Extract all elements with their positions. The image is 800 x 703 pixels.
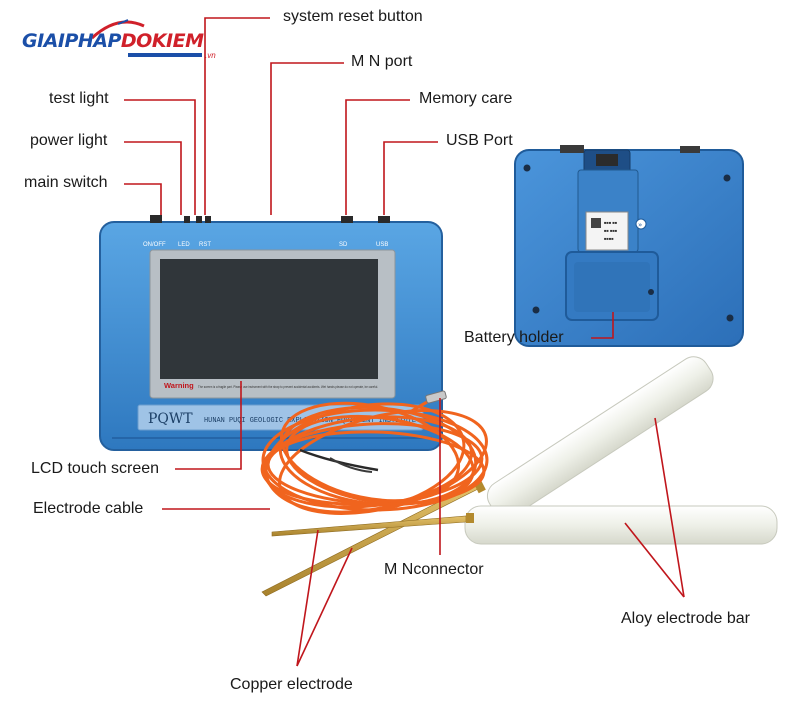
lcd-screen — [160, 259, 378, 379]
copper-electrodes — [261, 480, 486, 597]
svg-text:»: » — [638, 221, 642, 229]
label-electrode-cable: Electrode cable — [33, 500, 144, 517]
label-usb-port: USB Port — [446, 132, 513, 149]
power-light-port — [184, 216, 190, 223]
warning-label: Warning — [164, 381, 194, 390]
logo-underline — [128, 53, 202, 57]
svg-text:■■■ ■■: ■■■ ■■ — [604, 220, 618, 225]
label-memory-card: Memory care — [419, 90, 513, 107]
port-label-rst: RST — [199, 242, 211, 248]
label-test-light: test light — [49, 90, 109, 107]
copper-rod-2 — [271, 515, 467, 537]
alloy-bar-lower — [464, 505, 778, 545]
alloy-bar-upper — [486, 356, 714, 519]
port-label-onoff: ON/OFF — [143, 242, 166, 248]
label-alloy-electrode-bar: Aloy electrode bar — [621, 610, 750, 627]
reset-port — [205, 216, 211, 223]
leader-lines — [124, 17, 685, 667]
device-back: ■■■ ■■ ■■ ■■■ ■■■■ » — [514, 145, 744, 347]
svg-text:■■ ■■■: ■■ ■■■ — [604, 228, 618, 233]
label-main-switch: main switch — [24, 174, 108, 191]
label-mn-connector: M Nconnector — [384, 561, 484, 578]
port-label-sd: SD — [339, 242, 348, 248]
label-mn-port: M N port — [351, 53, 413, 70]
site-logo[interactable]: GIAIPHAPDOKIEM — [22, 30, 204, 52]
warning-text: The screen is a fragile part. Please use… — [198, 384, 378, 389]
label-lcd-touch-screen: LCD touch screen — [31, 460, 160, 477]
port-label-usb: USB — [376, 242, 388, 248]
brand-name: PQWT — [148, 411, 193, 427]
usb-port-slot — [378, 216, 390, 223]
alloy-electrode-bars — [464, 356, 778, 545]
electrode-cable-coil — [260, 393, 489, 515]
logo-part-1: GIAIPHAP — [22, 30, 121, 52]
logo-suffix: .vn — [205, 51, 216, 60]
label-battery-holder: Battery holder — [464, 329, 564, 346]
logo-swoosh-icon — [90, 19, 145, 40]
sd-port — [341, 216, 353, 223]
port-label-led: LED — [178, 242, 190, 248]
logo-part-2: DOKIEM — [120, 30, 204, 52]
label-power-light: power light — [30, 132, 108, 149]
svg-text:■■■■: ■■■■ — [604, 236, 614, 241]
test-light-port — [196, 216, 202, 223]
label-system-reset: system reset button — [283, 8, 423, 25]
mn-connector — [425, 390, 447, 404]
label-copper-electrode: Copper electrode — [230, 676, 353, 693]
main-switch-port — [150, 215, 162, 223]
